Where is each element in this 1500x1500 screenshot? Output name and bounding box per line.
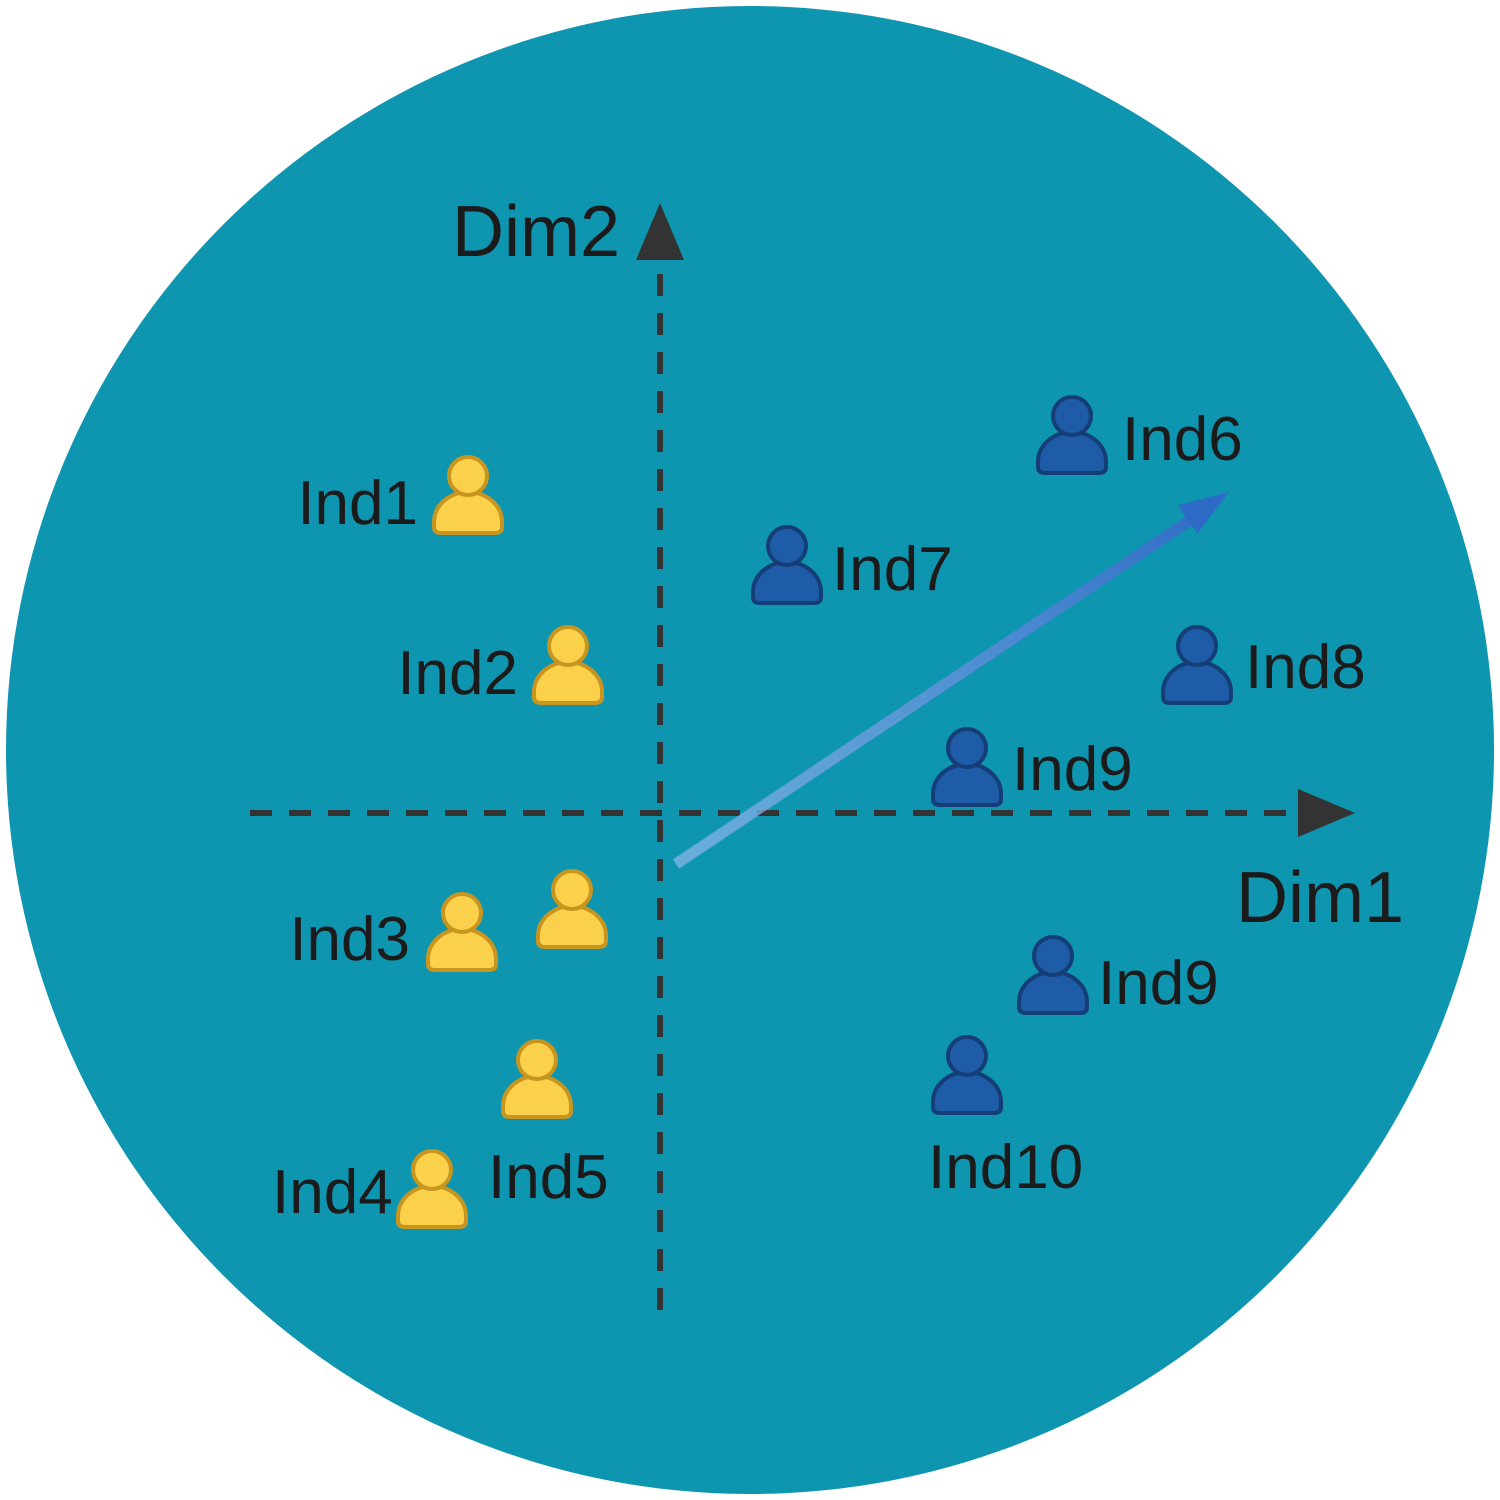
- y-axis-arrowhead: [636, 203, 684, 260]
- individual-labels: Ind1 Ind2 Ind3 Ind4 Ind5 Ind6 Ind7 Ind8 …: [272, 405, 1366, 1227]
- label-ind1: Ind1: [297, 469, 418, 538]
- label-ind10: Ind10: [928, 1133, 1083, 1202]
- axes: [250, 258, 1302, 1310]
- y-axis-label: Dim2: [452, 192, 620, 272]
- label-ind5: Ind5: [488, 1143, 609, 1212]
- label-ind9b: Ind9: [1098, 949, 1219, 1018]
- x-axis-arrowhead: [1298, 789, 1355, 837]
- trend-arrow-head: [1178, 491, 1230, 534]
- label-ind7: Ind7: [832, 535, 953, 604]
- background-circle: [6, 6, 1494, 1494]
- label-ind6: Ind6: [1122, 405, 1243, 474]
- label-ind4: Ind4: [272, 1158, 393, 1227]
- trend-arrow: [672, 491, 1230, 869]
- label-ind2: Ind2: [397, 639, 518, 708]
- label-ind3: Ind3: [289, 905, 410, 974]
- x-axis-label: Dim1: [1236, 858, 1404, 938]
- label-ind9: Ind9: [1012, 735, 1133, 804]
- label-ind8: Ind8: [1245, 633, 1366, 702]
